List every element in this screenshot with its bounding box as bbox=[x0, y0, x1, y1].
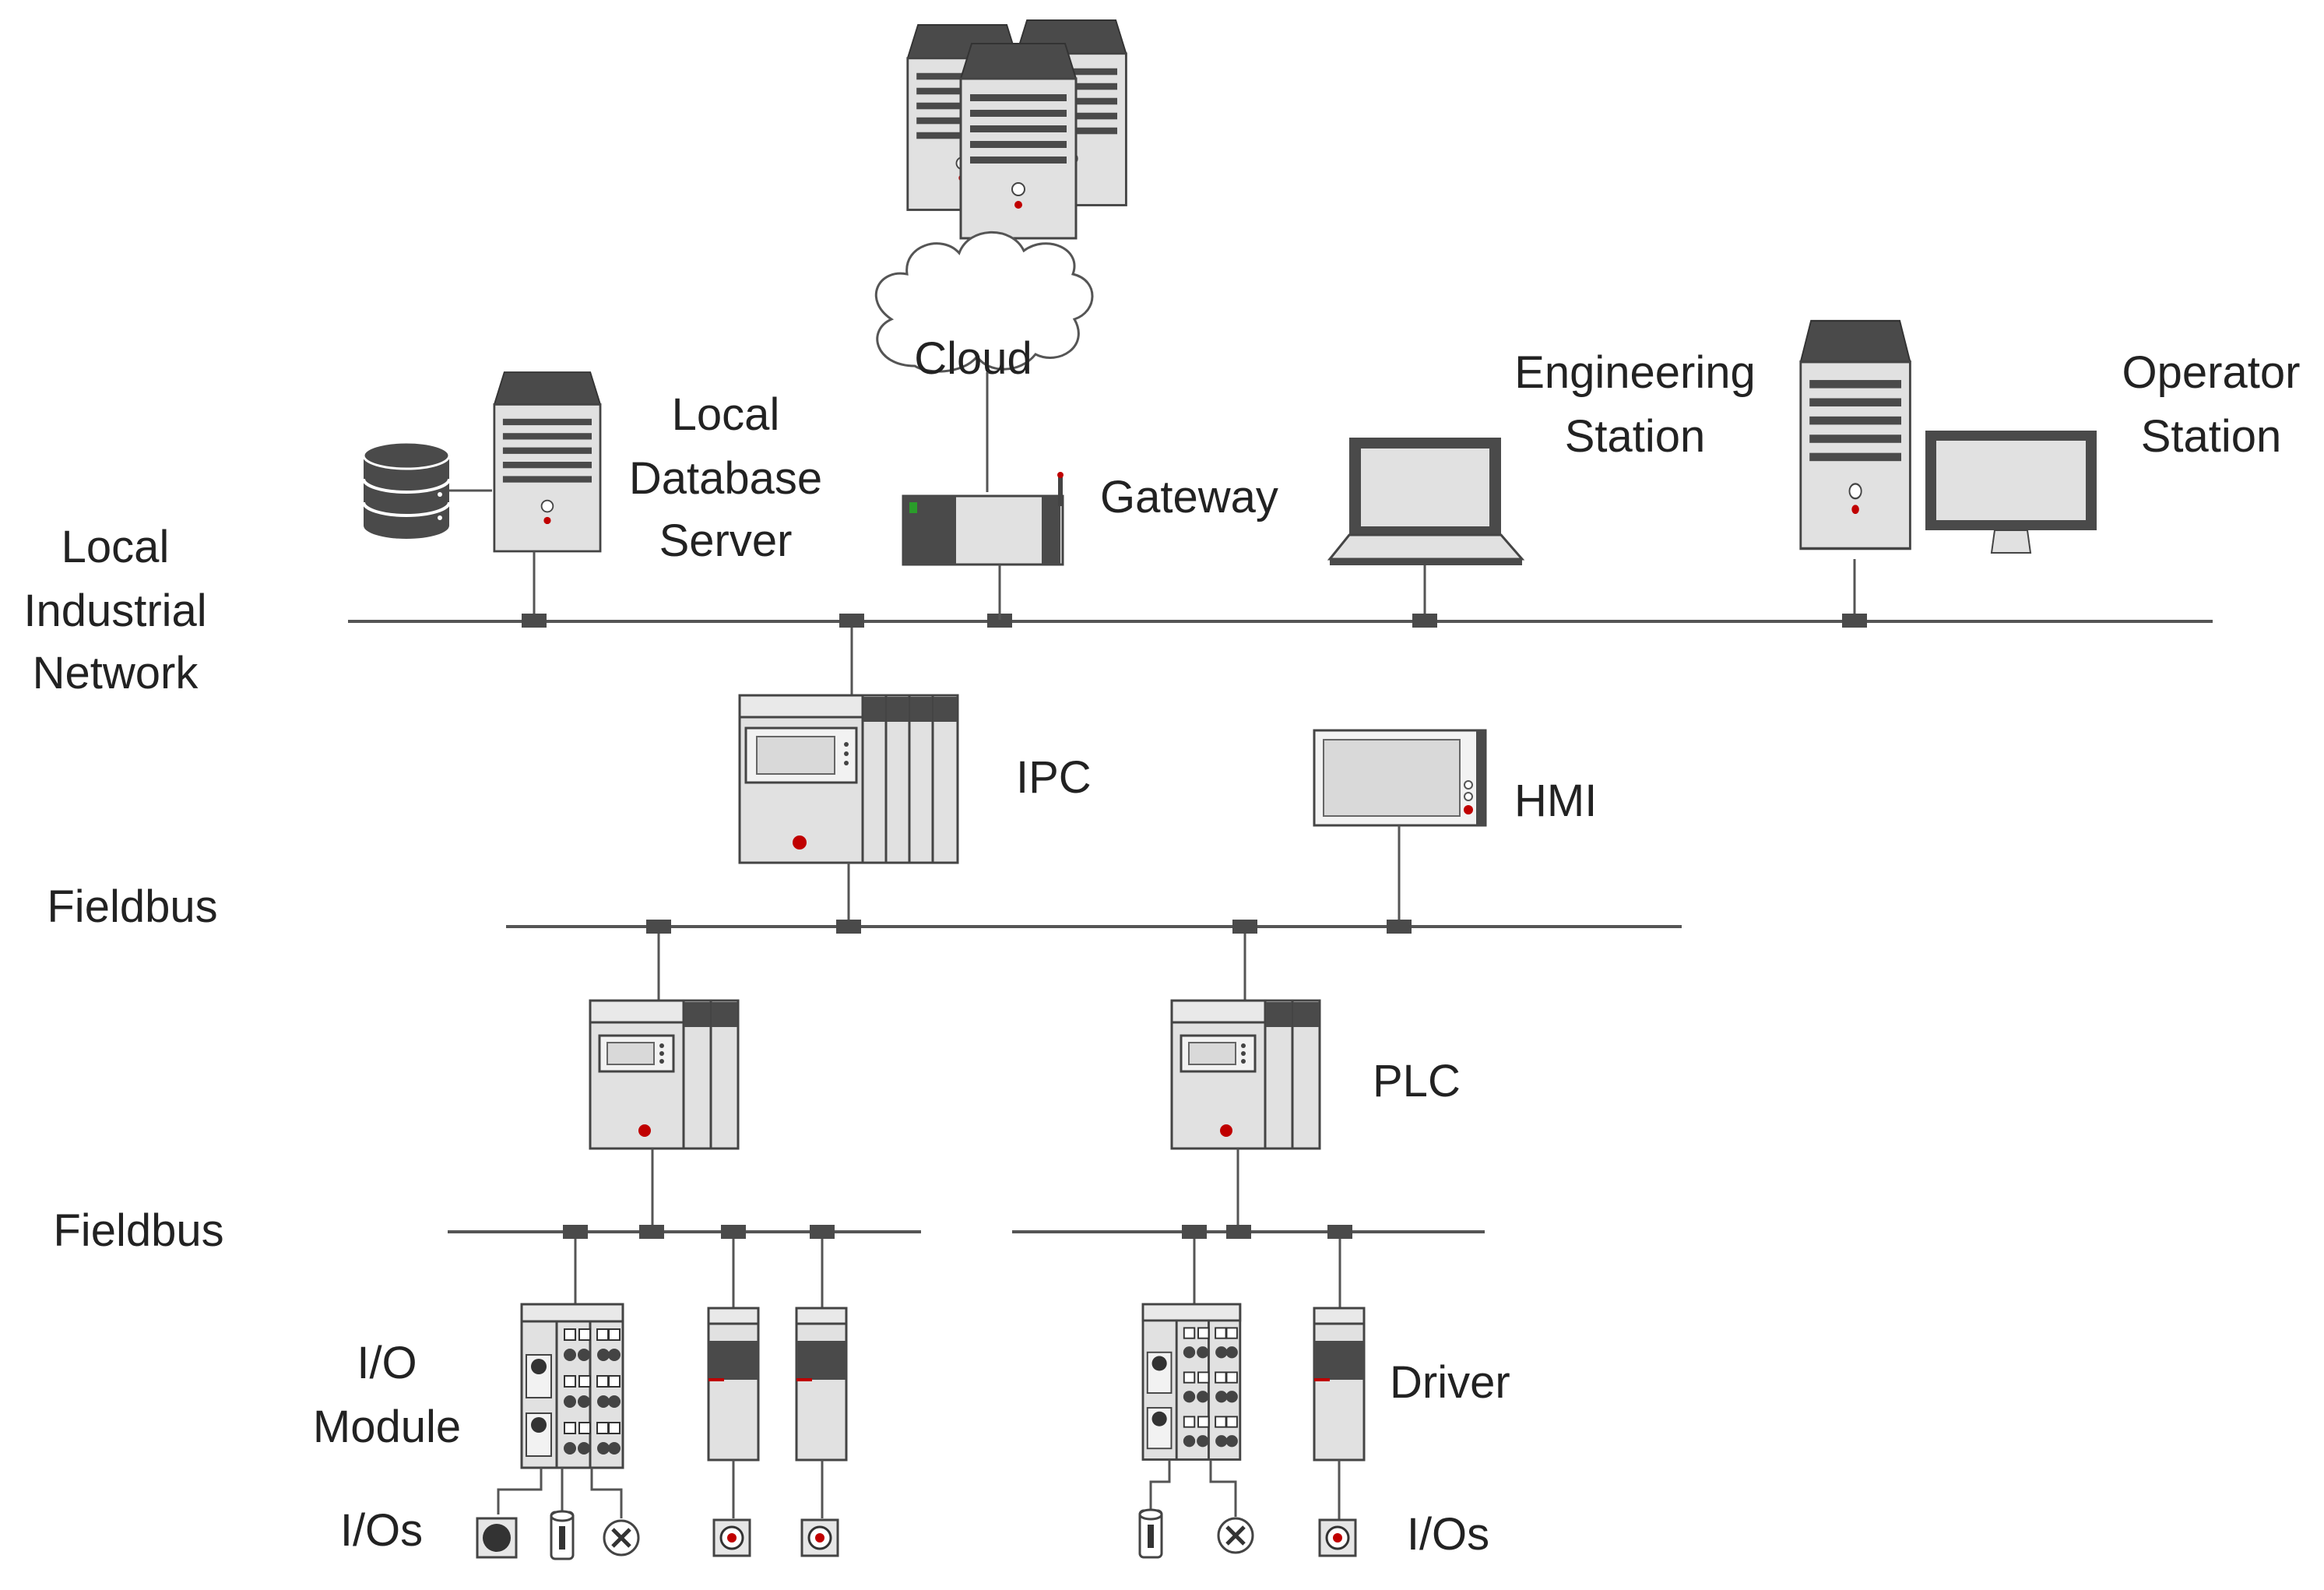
actuator-left-2-icon bbox=[800, 1518, 839, 1557]
plc-label: PLC bbox=[1373, 1056, 1461, 1106]
operator-station-label-line2: Station bbox=[2141, 411, 2282, 462]
drive-left-1-icon bbox=[707, 1307, 760, 1462]
local-db-server-label-line2: Database bbox=[629, 453, 822, 504]
lamp-icon bbox=[604, 1521, 638, 1555]
monitor-icon bbox=[1925, 431, 2097, 554]
io-module-right-icon bbox=[1141, 1303, 1242, 1461]
local-db-server-label-line1: Local bbox=[672, 389, 780, 440]
io-module-left-icon bbox=[520, 1303, 624, 1469]
hmi-label: HMI bbox=[1514, 776, 1597, 826]
lower-fieldbus-label: Fieldbus bbox=[53, 1205, 223, 1256]
cloud-label: Cloud bbox=[914, 333, 1032, 384]
laptop-icon bbox=[1327, 438, 1525, 565]
gateway-icon bbox=[902, 472, 1064, 566]
io-wiring-right bbox=[1149, 1460, 1341, 1520]
hmi-icon bbox=[1313, 729, 1487, 827]
ios-left-label: I/Os bbox=[340, 1505, 423, 1556]
plc-right-icon bbox=[1170, 999, 1321, 1150]
local-industrial-network-label-line3: Network bbox=[33, 648, 199, 698]
actuator-left-1-icon bbox=[712, 1518, 751, 1557]
drive-left-2-icon bbox=[795, 1307, 848, 1462]
cloud-icon bbox=[875, 230, 1094, 373]
plc-left-icon bbox=[589, 999, 740, 1150]
upper-fieldbus-connectors bbox=[646, 920, 1412, 934]
cylinder-sensor-right-icon bbox=[1138, 1508, 1163, 1559]
operator-station-label-line1: Operator bbox=[2122, 347, 2301, 398]
io-module-label-line1: I/O bbox=[357, 1338, 417, 1388]
driver-right-icon bbox=[1313, 1307, 1366, 1462]
operator-tower-icon bbox=[1799, 319, 1912, 551]
gateway-label: Gateway bbox=[1100, 472, 1278, 522]
lamp-right-icon bbox=[1218, 1518, 1253, 1553]
upper-fieldbus-label: Fieldbus bbox=[47, 881, 217, 932]
database-icon bbox=[362, 441, 451, 539]
cylinder-sensor-icon bbox=[550, 1510, 575, 1560]
engineering-station-label-line2: Station bbox=[1565, 411, 1706, 462]
ipc-icon bbox=[738, 694, 959, 864]
actuator-right-icon bbox=[1318, 1518, 1357, 1557]
lower-fieldbus-connectors bbox=[563, 1225, 1352, 1239]
driver-label: Driver bbox=[1390, 1357, 1510, 1408]
sensor-button-icon bbox=[476, 1517, 518, 1559]
local-industrial-network-label-line1: Local bbox=[62, 522, 170, 572]
engineering-station-label-line1: Engineering bbox=[1514, 347, 1756, 398]
ios-right-label: I/Os bbox=[1407, 1509, 1489, 1560]
network-connectors bbox=[522, 614, 1867, 628]
cloud-servers-icon bbox=[906, 19, 1127, 240]
io-wiring-left bbox=[497, 1460, 824, 1518]
database-server-icon bbox=[493, 371, 602, 553]
ipc-label: IPC bbox=[1016, 752, 1092, 803]
local-db-server-label-line3: Server bbox=[659, 515, 793, 566]
io-module-label-line2: Module bbox=[313, 1402, 461, 1452]
local-industrial-network-label-line2: Industrial bbox=[23, 586, 206, 636]
